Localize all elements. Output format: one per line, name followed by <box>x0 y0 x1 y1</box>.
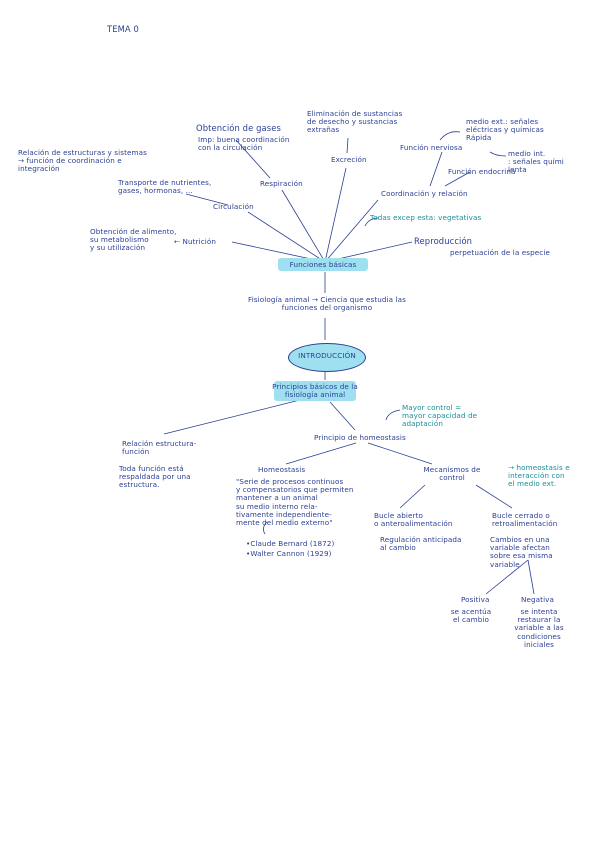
funcion-nerviosa-label: Función nerviosa <box>400 143 463 152</box>
relacion-estructuras-text: Relación de estructuras y sistemas → fun… <box>18 148 147 174</box>
connector-arrow <box>439 131 461 141</box>
relacion-estructura-label: Relación estructura- función <box>122 439 197 457</box>
connector-line <box>485 559 529 595</box>
introduccion-oval <box>288 343 366 372</box>
connector-arrow <box>263 521 268 535</box>
connector-arrow <box>364 217 380 227</box>
connector-line <box>285 442 357 465</box>
respiracion-label: Respiración <box>260 179 303 188</box>
excrecion-label: Excreción <box>331 155 367 164</box>
connector-line <box>527 559 535 595</box>
connector-line <box>475 484 513 509</box>
homeostasis-label: Homeostasis <box>258 465 306 474</box>
regulacion-text: Regulación anticipada al cambio <box>380 535 462 553</box>
connector-line <box>163 399 301 435</box>
coordinacion-label: Coordinación y relación <box>381 189 468 198</box>
fisiologia-text: Fisiología animal → Ciencia que estudia … <box>247 295 407 313</box>
obtencion-alimento-text: Obtención de alimento, su metabolismo y … <box>90 227 177 253</box>
transporte-text: Transporte de nutrientes, gases, hormona… <box>118 178 212 196</box>
funciones-basicas-label: Funciones básicas <box>289 260 357 269</box>
toda-funcion-text: Toda función está respaldada por una est… <box>119 464 191 490</box>
connector-line <box>281 189 326 263</box>
cambios-text: Cambios en una variable afectan sobre es… <box>490 535 553 569</box>
page-title: TEMA 0 <box>107 24 139 34</box>
connector-line <box>235 139 271 179</box>
perpetuacion-text: perpetuación de la especie <box>450 248 550 257</box>
connector-line <box>324 167 347 263</box>
connector-line <box>429 151 443 187</box>
reproduccion-label: Reproducción <box>414 236 473 246</box>
imp-buena-text: Imp: buena coordinación con la circulaci… <box>198 135 290 153</box>
homeostasis-interaccion-text: → homeostasis e interacción con el medio… <box>508 463 570 489</box>
mecanismos-label: Mecanismos de control <box>423 465 481 483</box>
connector-line <box>324 199 379 263</box>
eliminacion-text: Eliminación de sustancias de desecho y s… <box>307 109 403 135</box>
claude-bernard-text: •Claude Bernard (1872) <box>246 539 335 548</box>
obtencion-gases-label: Obtención de gases <box>196 123 281 133</box>
positiva-label: Positiva <box>461 595 490 604</box>
circulacion-label: Circulación <box>213 202 254 211</box>
connector-line <box>367 442 433 465</box>
connector-line <box>329 401 356 431</box>
connector-line <box>444 171 471 187</box>
connector-line <box>185 193 229 206</box>
nutricion-label: ← Nutrición <box>174 237 217 246</box>
connector-arrow <box>385 409 401 421</box>
medio-int-text: medio int. : señales quími lenta <box>508 149 564 175</box>
introduccion-label: INTRODUCCIÓN <box>298 351 356 360</box>
principios-highlight <box>274 381 356 401</box>
homeostasis-definition: "Serie de procesos continuos y compensat… <box>236 477 354 528</box>
funcion-endocrina-label: Función endocrina <box>448 167 516 176</box>
funciones-basicas-highlight <box>278 258 368 271</box>
connector-line <box>247 211 326 263</box>
medio-ext-text: medio ext.: señales eléctricas y química… <box>466 117 544 143</box>
bucle-abierto-label: Bucle abierto o anteroalimentación <box>374 511 453 529</box>
connector-line <box>346 137 349 154</box>
negativa-label: Negativa <box>521 595 555 604</box>
mayor-control-text: Mayor control = mayor capacidad de adapt… <box>402 403 478 429</box>
se-intenta-text: se intenta restaurar la variable a las c… <box>514 607 564 649</box>
walter-cannon-text: •Walter Cannon (1929) <box>246 549 332 558</box>
homeostasis-principio-label: Principio de homeostasis <box>314 433 406 442</box>
bucle-cerrado-label: Bucle cerrado o retroalimentación <box>492 511 558 529</box>
todas-excep-text: Todas excep esta: vegetativas <box>370 213 482 222</box>
connector-line <box>399 484 426 509</box>
se-acentua-text: se acentúa el cambio <box>450 607 492 625</box>
connector-arrow <box>489 151 507 157</box>
principios-label: Principios básicos de la fisiología anim… <box>272 382 358 400</box>
